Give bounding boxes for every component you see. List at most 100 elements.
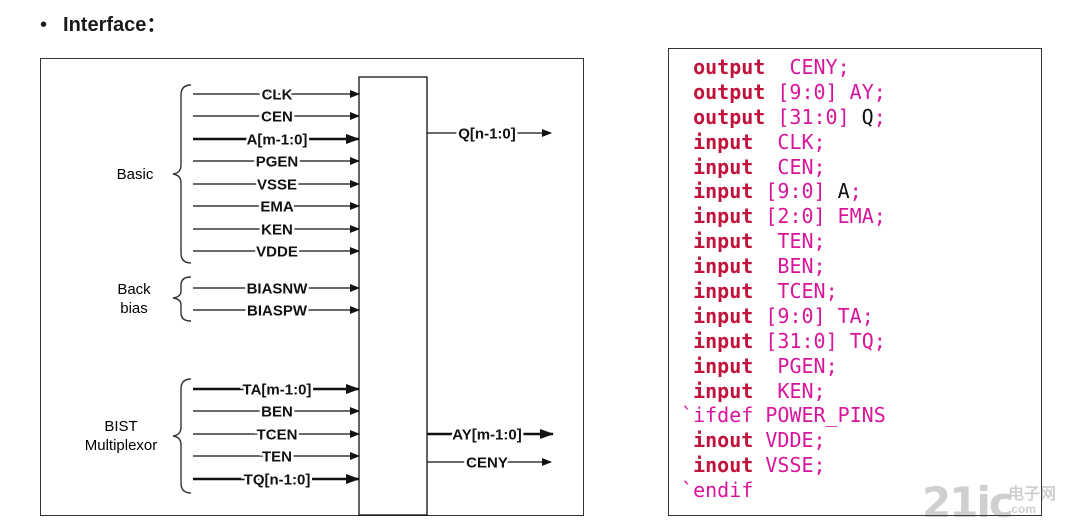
- code-keyword: input: [693, 254, 754, 279]
- code-semicolon: ;: [813, 428, 826, 453]
- code-range: [9:0]: [765, 179, 826, 204]
- code-line: input CEN;: [669, 155, 886, 180]
- watermark-com: .com: [1008, 502, 1037, 516]
- code-line: input KEN;: [669, 379, 886, 404]
- input-pin-label: EMA: [260, 199, 294, 216]
- code-line: inout VSSE;: [669, 453, 886, 478]
- code-line: output [9:0] AY;: [669, 80, 886, 105]
- input-pin-label: CLK: [262, 87, 293, 104]
- cropped-title-fragment: [150, 0, 600, 4]
- code-identifier: `ifdef POWER_PINS: [681, 403, 886, 428]
- code-semicolon: ;: [861, 303, 874, 328]
- code-line: `endif: [669, 478, 886, 503]
- code-identifier: Q: [849, 104, 874, 129]
- watermark-cn: 电子网: [1008, 486, 1057, 503]
- verilog-code: output CENY; output [9:0] AY; output [31…: [669, 55, 886, 503]
- code-semicolon: ;: [873, 79, 886, 104]
- code-semicolon: ;: [813, 154, 826, 179]
- output-pin-label: AY[m-1:0]: [452, 427, 521, 444]
- code-semicolon: ;: [849, 179, 862, 204]
- interface-heading: • Interface：: [40, 8, 166, 37]
- code-keyword: output: [693, 55, 766, 79]
- code-identifier: CEN: [777, 154, 814, 179]
- input-pin-label: TEN: [262, 449, 292, 466]
- output-pin-label: CENY: [466, 455, 508, 472]
- memory-block: [358, 76, 428, 516]
- code-semicolon: ;: [813, 453, 826, 478]
- code-identifier: KEN: [777, 378, 814, 403]
- code-semicolon: ;: [825, 353, 838, 378]
- input-pin-label: A[m-1:0]: [247, 132, 308, 149]
- code-semicolon: ;: [813, 254, 826, 279]
- group-label-bist-1: BIST: [104, 418, 137, 435]
- code-line: `ifdef POWER_PINS: [669, 403, 886, 428]
- code-identifier: AY: [837, 79, 874, 104]
- heading-text: Interface：: [63, 14, 167, 36]
- code-identifier: VDDE: [765, 428, 814, 453]
- code-keyword: input: [693, 378, 754, 403]
- code-keyword: output: [693, 104, 766, 129]
- input-pin-label: BIASNW: [247, 281, 309, 298]
- input-pin-label: VDDE: [256, 244, 298, 261]
- code-identifier: TCEN: [777, 279, 826, 304]
- code-line: input [2:0] EMA;: [669, 204, 886, 229]
- code-identifier: TA: [825, 303, 862, 328]
- bullet-dot: •: [40, 14, 48, 36]
- group-label-back-bias-2: bias: [120, 300, 148, 317]
- input-pin-label: TQ[n-1:0]: [244, 472, 311, 489]
- code-identifier: TQ: [837, 328, 874, 353]
- code-keyword: output: [693, 79, 766, 104]
- code-line: output CENY;: [669, 55, 886, 80]
- code-keyword: input: [693, 229, 754, 254]
- watermark-number: 21ic: [922, 478, 1014, 527]
- code-semicolon: ;: [813, 229, 826, 254]
- input-pin-label: CEN: [261, 109, 293, 126]
- input-pin-label: VSSE: [257, 177, 297, 194]
- input-pin-label: KEN: [261, 222, 293, 239]
- group-label-basic: Basic: [117, 166, 154, 183]
- code-line: input [31:0] TQ;: [669, 329, 886, 354]
- code-line: input CLK;: [669, 130, 886, 155]
- code-identifier: BEN: [777, 254, 814, 279]
- code-line: input [9:0] TA;: [669, 304, 886, 329]
- code-keyword: input: [693, 279, 754, 304]
- code-keyword: input: [693, 204, 754, 229]
- input-pin-label: BEN: [261, 404, 293, 421]
- code-semicolon: ;: [813, 129, 826, 154]
- code-range: [9:0]: [777, 79, 838, 104]
- output-pin-label: Q[n-1:0]: [458, 126, 516, 143]
- diagram-canvas: CLKCENA[m-1:0]PGENVSSEEMAKENVDDEBIASNWBI…: [85, 76, 554, 516]
- code-range: [9:0]: [765, 303, 826, 328]
- basic-brace: [172, 84, 192, 264]
- code-range: [31:0]: [765, 328, 838, 353]
- code-semicolon: ;: [813, 378, 826, 403]
- input-pin-label: BIASPW: [247, 303, 308, 320]
- group-label-bist-2: Multiplexor: [85, 437, 158, 454]
- code-identifier: EMA: [825, 204, 874, 229]
- code-identifier: CENY: [789, 55, 838, 79]
- code-semicolon: ;: [873, 204, 886, 229]
- code-semicolon: ;: [825, 279, 838, 304]
- code-keyword: inout: [693, 453, 754, 478]
- code-identifier: A: [825, 179, 850, 204]
- code-line: input TCEN;: [669, 279, 886, 304]
- code-keyword: input: [693, 179, 754, 204]
- code-keyword: input: [693, 303, 754, 328]
- code-keyword: inout: [693, 428, 754, 453]
- code-keyword: input: [693, 129, 754, 154]
- code-identifier: `endif: [681, 478, 754, 503]
- code-identifier: TEN: [777, 229, 814, 254]
- code-semicolon: ;: [837, 55, 850, 79]
- bist-brace: [172, 378, 192, 494]
- code-keyword: input: [693, 353, 754, 378]
- input-pin-label: TCEN: [257, 427, 298, 444]
- code-keyword: input: [693, 328, 754, 353]
- code-identifier: PGEN: [777, 353, 826, 378]
- code-range: [2:0]: [765, 204, 826, 229]
- code-line: output [31:0] Q;: [669, 105, 886, 130]
- watermark-logo: 21ic 电子网 .com: [922, 478, 1072, 527]
- code-semicolon: ;: [873, 328, 886, 353]
- code-line: input TEN;: [669, 229, 886, 254]
- code-range: [31:0]: [777, 104, 850, 129]
- group-label-back-bias-1: Back: [117, 281, 151, 298]
